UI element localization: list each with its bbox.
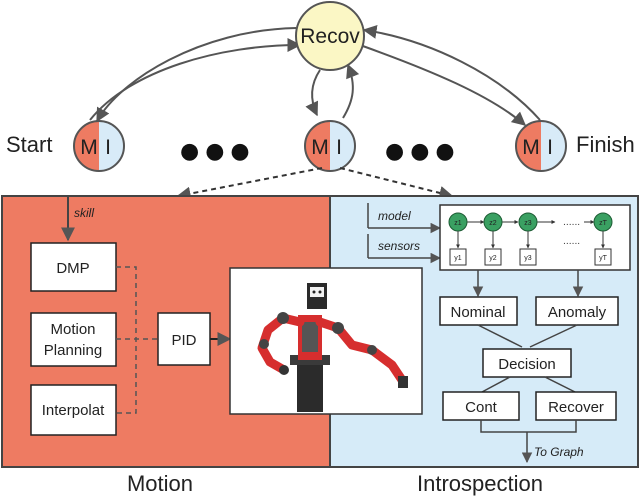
edge-start-to-recover	[89, 38, 302, 121]
hmm-obs-label-2: y2	[489, 255, 497, 262]
introspection-panel: Introspection model sensors ...... .....…	[329, 195, 639, 496]
dash-to-introspection	[339, 167, 454, 200]
anomaly-to-decision	[529, 324, 578, 348]
hmm-dots-bottom: ......	[563, 237, 580, 247]
interpolat-block	[30, 384, 117, 436]
edge-recover-to-start	[96, 27, 297, 123]
mid-node-i-half	[330, 121, 355, 171]
mid-node-i: I	[336, 136, 342, 159]
cont-block	[442, 391, 520, 421]
start-node-m: M	[80, 136, 98, 159]
hmm-obs-1	[449, 248, 467, 266]
dmp-block	[30, 242, 117, 292]
anomaly-label: Anomaly	[548, 304, 607, 321]
hmm-obs-2	[484, 248, 502, 266]
dash-to-motion	[176, 167, 323, 201]
start-label: Start	[6, 132, 52, 157]
hmm-state-label-1: z1	[454, 220, 462, 227]
sensors-label: sensors	[378, 239, 420, 253]
start-node-m-half	[74, 121, 99, 171]
finish-node-i-half	[541, 121, 566, 171]
to-graph-label: To Graph	[534, 445, 584, 459]
model-label: model	[378, 209, 411, 223]
hmm-state-label-2: z2	[489, 220, 497, 227]
finish-node-m-half	[516, 121, 541, 171]
decision-block	[482, 348, 572, 378]
task-graph: Recov Start M I ●●● M I ●●● M I Finish	[6, 1, 635, 201]
recover-node	[295, 1, 365, 71]
hmm-obs-4	[594, 248, 612, 266]
finish-node	[515, 120, 567, 172]
interpolat-label: Interpolat	[42, 402, 105, 419]
dmp-label: DMP	[56, 260, 89, 277]
anomaly-block	[535, 296, 619, 326]
dmp-to-pid-dash	[116, 266, 137, 414]
recover-node-label: Recov	[300, 25, 360, 48]
cont-label: Cont	[465, 399, 498, 416]
nominal-block	[439, 296, 518, 326]
decision-label: Decision	[498, 356, 556, 373]
hmm-obs-label-1: y1	[454, 255, 462, 262]
start-node-i: I	[105, 136, 111, 159]
outputs-merge	[480, 420, 577, 433]
hmm-dots: ......	[563, 218, 580, 228]
hmm-chain: ...... ...... z1 z2 z3 zT y1 y2 y3 yT	[448, 212, 613, 266]
decision-to-recover	[544, 376, 576, 393]
finish-label: Finish	[576, 132, 635, 157]
finish-node-m: M	[522, 136, 540, 159]
mid-node-m-half	[305, 121, 330, 171]
introspection-title: Introspection	[417, 471, 543, 496]
robot-image	[229, 267, 423, 415]
motion-title: Motion	[127, 471, 193, 496]
edge-mid-to-recover-left	[305, 69, 321, 117]
start-node-i-half	[99, 121, 124, 171]
decision-to-cont	[481, 376, 511, 393]
hmm-obs-3	[519, 248, 537, 266]
edge-finish-to-recover	[362, 24, 541, 121]
nominal-to-decision	[477, 324, 523, 348]
pid-label: PID	[171, 332, 196, 349]
skill-label: skill	[74, 206, 94, 220]
recover-label: Recover	[548, 399, 604, 416]
start-node	[73, 120, 125, 172]
finish-node-i: I	[547, 136, 553, 159]
hmm-state-label-4: zT	[599, 220, 608, 227]
recover-block	[535, 391, 617, 421]
hmm-obs-label-3: y3	[524, 255, 532, 262]
motion-planning-label-1: Motion	[50, 321, 95, 338]
ellipsis-right: ●●●	[385, 139, 461, 164]
mid-node-m: M	[311, 136, 329, 159]
ellipsis-left: ●●●	[180, 139, 256, 164]
edge-mid-to-recover-right	[342, 63, 360, 119]
edge-recover-to-finish	[359, 44, 527, 126]
hmm-obs-label-4: yT	[599, 255, 608, 262]
nominal-label: Nominal	[450, 304, 505, 321]
robot-illustration	[257, 283, 408, 412]
hmm-state-label-3: z3	[524, 220, 532, 227]
motion-planning-label-2: Planning	[44, 342, 102, 359]
mid-node	[304, 120, 356, 172]
